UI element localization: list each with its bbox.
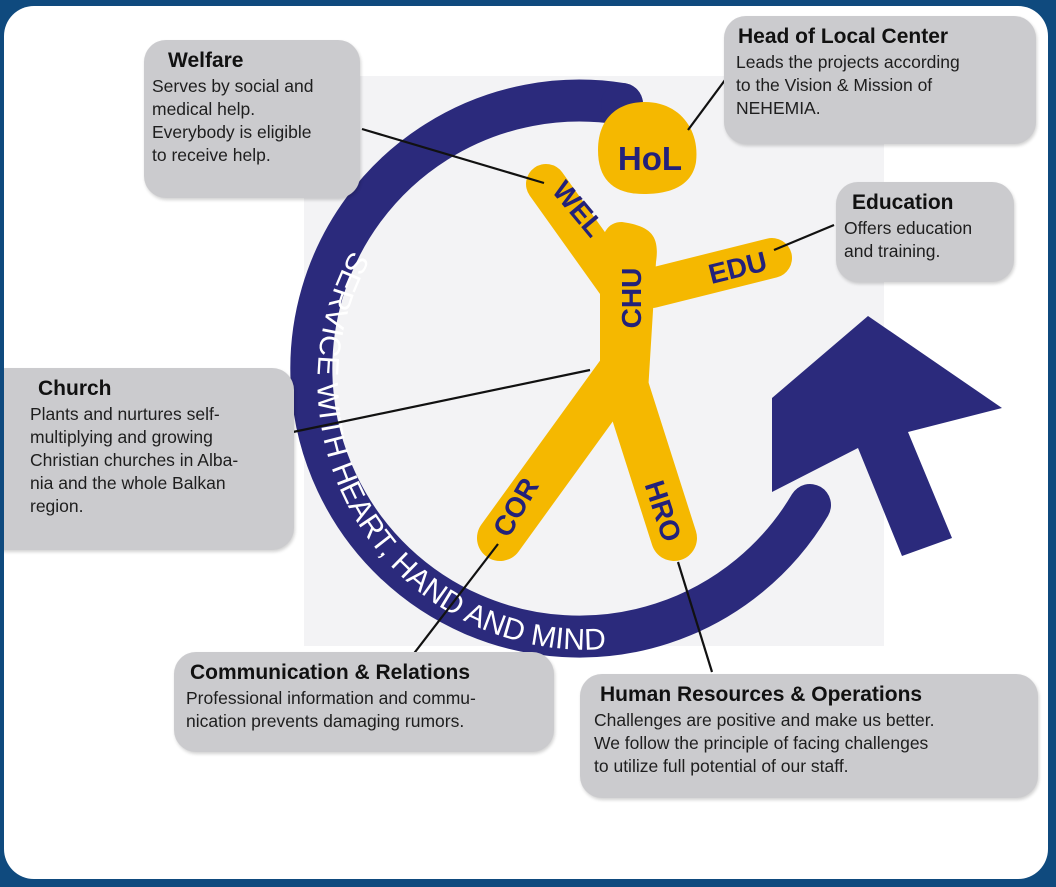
welfare-desc: Serves by social and medical help. Every… (152, 76, 314, 165)
communication-title: Communication & Relations (190, 661, 471, 684)
ring-arrow-head (772, 316, 1002, 556)
head-label: HoL (618, 140, 682, 177)
human-resources-desc: Challenges are positive and make us bett… (594, 710, 935, 776)
figure (477, 102, 792, 561)
education-title: Education (852, 191, 954, 214)
figure-right-leg (599, 352, 697, 561)
human-resources-box: Human Resources & Operations Challenges … (580, 674, 1038, 798)
torso-label: CHU (616, 268, 647, 329)
figure-head (598, 102, 697, 194)
connector-communication (411, 543, 499, 657)
head-local-center-title: Head of Local Center (738, 25, 949, 48)
figure-right-arm (632, 238, 792, 308)
education-box: Education Offers education and training. (836, 182, 1014, 282)
communication-box: Communication & Relations Professional i… (174, 652, 554, 752)
head-local-center-desc: Leads the projects according to the Visi… (736, 52, 960, 118)
head-local-center-box: Head of Local Center Leads the projects … (724, 16, 1036, 144)
connector-human-resources (676, 561, 714, 673)
education-desc: Offers education and training. (844, 218, 973, 261)
church-desc: Plants and nurtures self- multiplying an… (30, 404, 239, 516)
connector-church (292, 368, 591, 434)
figure-left-leg (477, 352, 641, 561)
figure-left-arm (526, 164, 636, 302)
connector-head (687, 75, 729, 131)
service-ring (290, 79, 831, 658)
connector-welfare (361, 127, 545, 185)
church-title: Church (38, 377, 112, 400)
church-box: Church Plants and nurtures self- multipl… (4, 368, 294, 550)
human-resources-title: Human Resources & Operations (600, 683, 923, 706)
welfare-title: Welfare (168, 49, 244, 72)
connector-education (773, 223, 835, 252)
communication-desc: Professional information and commu- nica… (186, 688, 476, 731)
organization-diagram: SERVICE WITH HEART, HAND AND MIND HoL WE… (290, 75, 1002, 673)
welfare-box: Welfare Serves by social and medical hel… (144, 40, 360, 198)
diagram-panel: SERVICE WITH HEART, HAND AND MIND HoL WE… (4, 6, 1048, 879)
